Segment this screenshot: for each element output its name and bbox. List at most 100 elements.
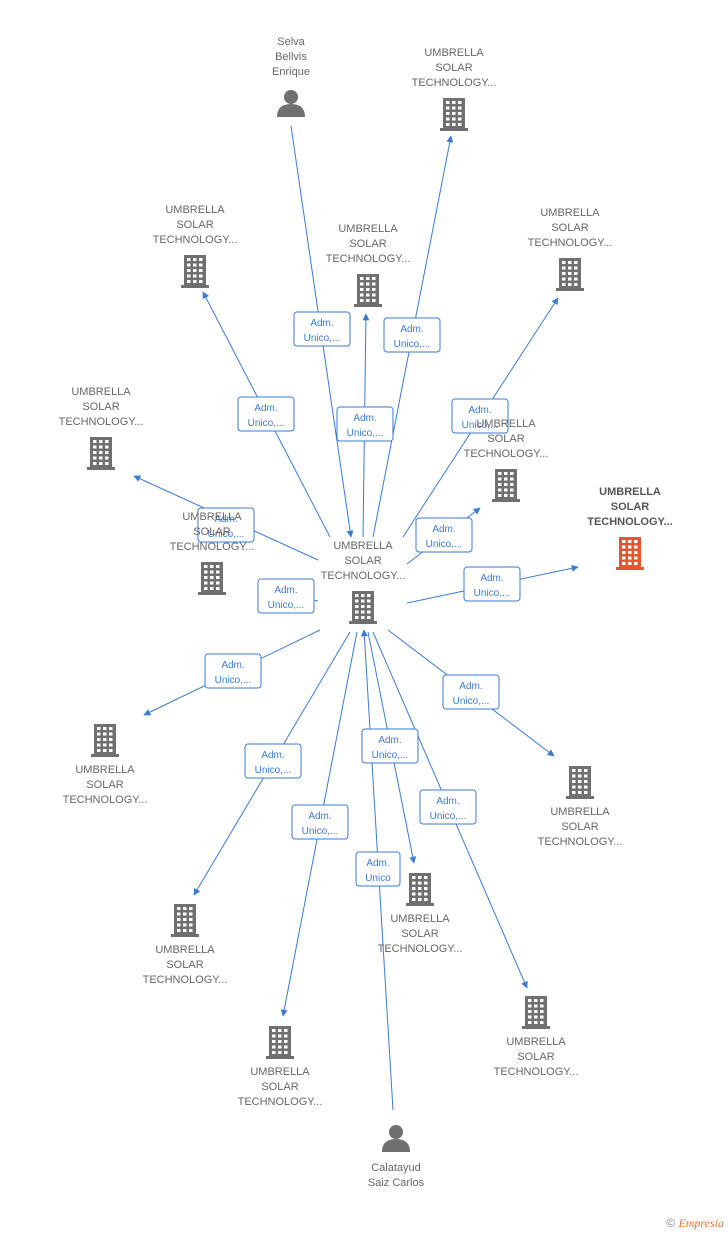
edge-label-center-to-c_bl2[interactable]: Adm.Unico,... [244,743,302,779]
edge-label-center-to-c_ml[interactable]: Adm.Unico,... [257,578,315,614]
node-label-line: UMBRELLA [550,806,610,818]
edge-label-line: Unico,... [474,588,511,599]
edge-label-line: Unico,... [248,418,285,429]
edge-label-center-to-c_tl[interactable]: Adm.Unico,... [237,396,295,432]
edge-label-box [197,507,255,543]
building-icon [354,274,382,307]
edge-label-box [293,311,351,347]
edge-label-line: Adm. [310,318,333,329]
edge-label-line: Unico,... [394,339,431,350]
edge-label-box [383,317,441,353]
company-node-c_r1[interactable]: UMBRELLASOLARTECHNOLOGY... [464,418,549,502]
edge-label-line: Adm. [308,811,331,822]
node-label-line: TECHNOLOGY... [143,974,228,986]
edge-label-box [463,566,521,602]
node-label-line: UMBRELLA [155,944,215,956]
building-icon [566,766,594,799]
edge-label-box [361,728,419,764]
node-label-line: UMBRELLA [333,540,393,552]
edge-label-line: Unico,... [372,750,409,761]
edge-label-center-to-c_bm[interactable]: Adm.Unico,... [361,728,419,764]
edge-label-selva-to-center[interactable]: Adm. Unico,... [293,311,351,347]
person-icon [277,90,305,117]
node-label-line: Selva [277,36,305,48]
edge-label-box [204,653,262,689]
node-label-line: TECHNOLOGY... [494,1066,579,1078]
node-label-line: Bellvis [275,51,307,63]
edge-label-line: Unico,... [462,420,499,431]
company-node-c_tl[interactable]: UMBRELLASOLARTECHNOLOGY... [153,204,238,288]
company-node-c_bm[interactable]: UMBRELLASOLARTECHNOLOGY... [378,873,463,955]
edge-label-box [291,804,349,840]
company-node-c_ml[interactable]: UMBRELLASOLARTECHNOLOGY... [170,511,255,595]
edge-label-center-to-c_tm[interactable]: Adm.Unico,... [336,406,394,442]
edge-label-line: Adm. [366,858,389,869]
edge-label-center-to-c_hl[interactable]: Adm. Unico,... [463,566,521,602]
edge-label-center-to-c_br1[interactable]: Adm. Unico,... [442,674,500,710]
edge-label-line: Unico [365,873,391,884]
edge-label-line: Adm. [274,585,297,596]
company-node-c_tm[interactable]: UMBRELLASOLARTECHNOLOGY... [326,223,411,307]
edge-label-line: Unico,... [304,333,341,344]
company-node-c_bl2[interactable]: UMBRELLASOLARTECHNOLOGY... [143,904,228,986]
node-label-line: SOLAR [561,821,598,833]
edge-label-center-to-c_bl1[interactable]: Adm.Unico,... [204,653,262,689]
node-label-line: UMBRELLA [75,764,135,776]
node-label-line: UMBRELLA [390,913,450,925]
edge-label-center-to-c_l[interactable]: Adm.Unico,... [197,507,255,543]
node-label-line: SOLAR [435,62,472,74]
footer-brand: © Empresia [666,1216,724,1231]
company-node-c_top[interactable]: UMBRELLASOLARTECHNOLOGY... [412,47,497,131]
building-icon [556,258,584,291]
node-label-line: UMBRELLA [599,486,661,498]
edge-label-calatayud-to-center[interactable]: Adm. Unico [355,851,401,887]
node-label-line: TECHNOLOGY... [63,794,148,806]
node-label-line: TECHNOLOGY... [153,234,238,246]
company-node-c_bl3[interactable]: UMBRELLASOLARTECHNOLOGY... [238,1026,323,1108]
edge-label-line: Adm. [261,750,284,761]
edge-label-center-to-c_r1[interactable]: Adm.Unico,... [415,517,473,553]
edge-label-line: Unico,... [453,696,490,707]
building-icon [87,437,115,470]
company-node-center[interactable]: UMBRELLASOLARTECHNOLOGY... [321,540,406,624]
building-icon [266,1026,294,1059]
node-label-line: TECHNOLOGY... [464,448,549,460]
node-label-line: SOLAR [611,501,650,513]
node-label-line: TECHNOLOGY... [412,77,497,89]
company-node-c_br1[interactable]: UMBRELLA SOLAR TECHNOLOGY... [538,766,623,848]
building-icon [406,873,434,906]
edge-label-line: Adm. [400,324,423,335]
building-icon [181,255,209,288]
company-node-c_l[interactable]: UMBRELLASOLARTECHNOLOGY... [59,386,144,470]
edge-label-line: Adm. [436,796,459,807]
building-icon [198,562,226,595]
edge-label-line: Adm. [480,573,503,584]
edge-label-line: Adm. [468,405,491,416]
node-label-line: TECHNOLOGY... [59,416,144,428]
node-label-line: SOLAR [349,238,386,250]
edge-label-center-to-c_top[interactable]: Adm. Unico,... [383,317,441,353]
edge-label-box [419,789,477,825]
company-node-c_bl1[interactable]: UMBRELLASOLARTECHNOLOGY... [63,724,148,806]
edge-label-center-to-c_bl3[interactable]: Adm.Unico,... [291,804,349,840]
company-node-c_tr[interactable]: UMBRELLASOLARTECHNOLOGY... [528,207,613,291]
node-label-line: UMBRELLA [71,386,131,398]
node-label-line: UMBRELLA [476,418,536,430]
node-label-line: SOLAR [261,1081,298,1093]
node-label-line: Calatayud [371,1162,421,1174]
company-node-c_hl[interactable]: UMBRELLASOLARTECHNOLOGY... [587,486,673,570]
edge-label-box [415,517,473,553]
node-label-line: TECHNOLOGY... [538,836,623,848]
edge-label-center-to-c_tr[interactable]: Adm. Unico,... [451,398,509,434]
edge-label-center-to-c_br2[interactable]: Adm.Unico,... [419,789,477,825]
person-icon [382,1125,410,1152]
company-node-c_br2[interactable]: UMBRELLASOLARTECHNOLOGY... [494,996,579,1078]
building-icon [522,996,550,1029]
edge-label-line: Adm. [214,514,237,525]
edge-label-box [355,851,401,887]
copyright-icon: © [666,1216,676,1230]
edge-label-line: Unico,... [215,675,252,686]
edge-label-line: Adm. [459,681,482,692]
